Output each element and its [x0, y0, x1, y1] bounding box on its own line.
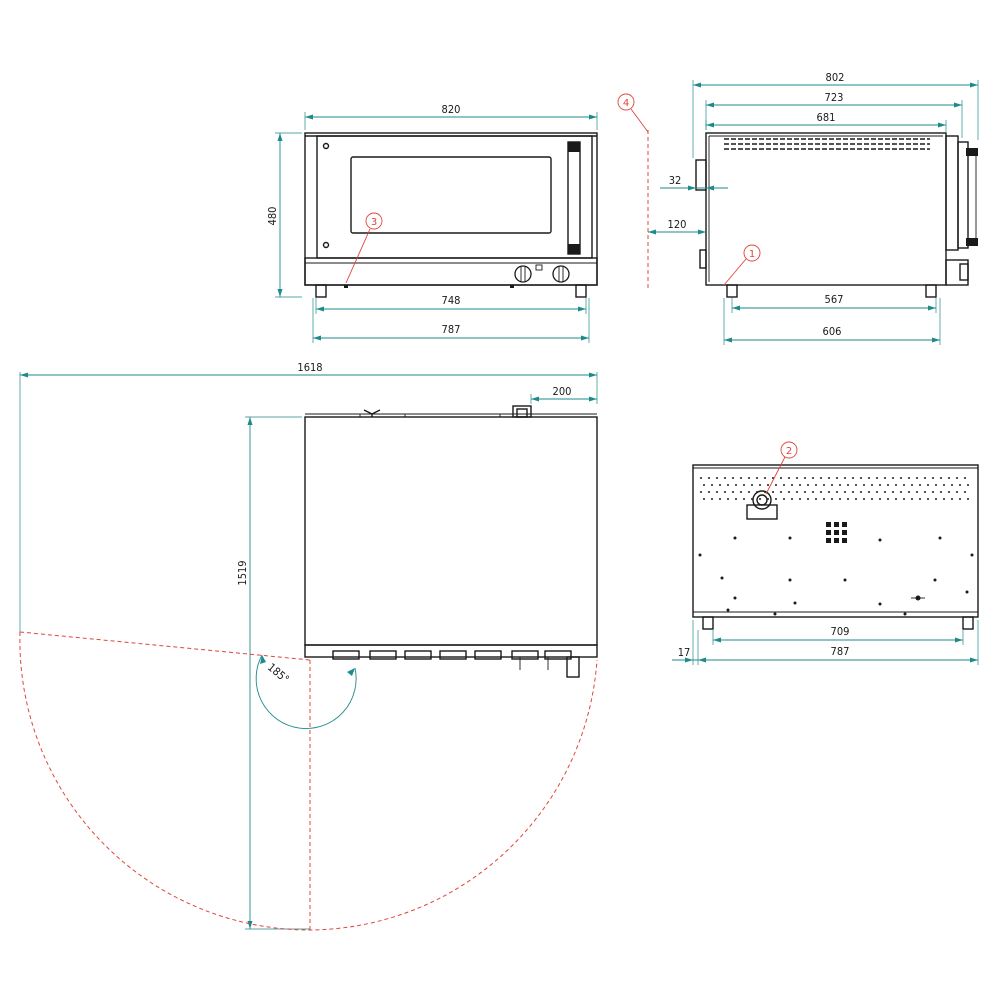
dim-606: 606: [823, 325, 842, 338]
dim-681: 681: [817, 111, 836, 124]
dim-709: 709: [831, 625, 850, 638]
top-connector: [512, 405, 532, 418]
dim-567: 567: [825, 293, 844, 306]
dim-angle: 185°: [265, 661, 292, 686]
dim-200: 200: [553, 385, 572, 398]
side-vent-slots: [724, 138, 930, 150]
foot-side-front: [925, 284, 937, 298]
dim-1519: 1519: [236, 560, 249, 585]
foot-back-right: [962, 616, 974, 630]
callout-4: [617, 93, 635, 111]
callout-3-label: 3: [371, 217, 377, 228]
back-view: 709 787 17 2: [672, 441, 979, 665]
dim-17: 17: [678, 646, 691, 659]
callout-2-label: 2: [786, 446, 792, 457]
angle-arc: [255, 654, 357, 729]
callout-4-label: 4: [623, 98, 629, 109]
top-view: 1618 200 1519 185°: [19, 361, 598, 931]
front-view: 820 480 748 787 3: [266, 103, 598, 343]
front-body-outline: [304, 132, 598, 286]
door-swing-radius: [19, 631, 311, 661]
back-grille: [826, 522, 847, 543]
rear-connector: [695, 159, 707, 191]
knob-right: [552, 265, 570, 283]
callout-1: [743, 244, 761, 262]
reference-line-4: 4: [617, 93, 649, 290]
dim-723: 723: [825, 91, 844, 104]
callout-2: [780, 441, 798, 459]
dim-748: 748: [442, 294, 461, 307]
callout-1-label: 1: [749, 249, 755, 260]
foot-front-left: [315, 284, 327, 298]
top-knob-handle: [566, 656, 580, 678]
dim-820: 820: [442, 103, 461, 116]
dim-802: 802: [826, 71, 845, 84]
door-swing-arc: [19, 631, 598, 931]
knob-left: [514, 265, 532, 283]
back-screws: [698, 536, 974, 616]
door-handle: [567, 141, 581, 255]
dim-32: 32: [669, 174, 682, 187]
dim-787-back: 787: [831, 645, 850, 658]
top-body-outline: [304, 416, 598, 646]
front-window: [350, 156, 552, 234]
dim-120: 120: [668, 218, 687, 231]
door-handle-row: [332, 650, 572, 660]
foot-front-right: [575, 284, 587, 298]
water-inlet: [752, 490, 772, 510]
side-body-outline: [705, 132, 947, 286]
side-view: 802 723 681 32 120 567: [648, 71, 979, 345]
dim-787-front: 787: [442, 323, 461, 336]
foot-side-rear: [726, 284, 738, 298]
dim-1618: 1618: [297, 361, 322, 374]
side-door: [945, 135, 959, 251]
back-vent-holes: [700, 477, 972, 500]
dim-480: 480: [266, 207, 279, 226]
control-panel: [304, 257, 598, 286]
top-door-edge: [304, 644, 598, 658]
back-body-outline: [692, 464, 979, 618]
callout-3: [365, 212, 383, 230]
foot-back-left: [702, 616, 714, 630]
